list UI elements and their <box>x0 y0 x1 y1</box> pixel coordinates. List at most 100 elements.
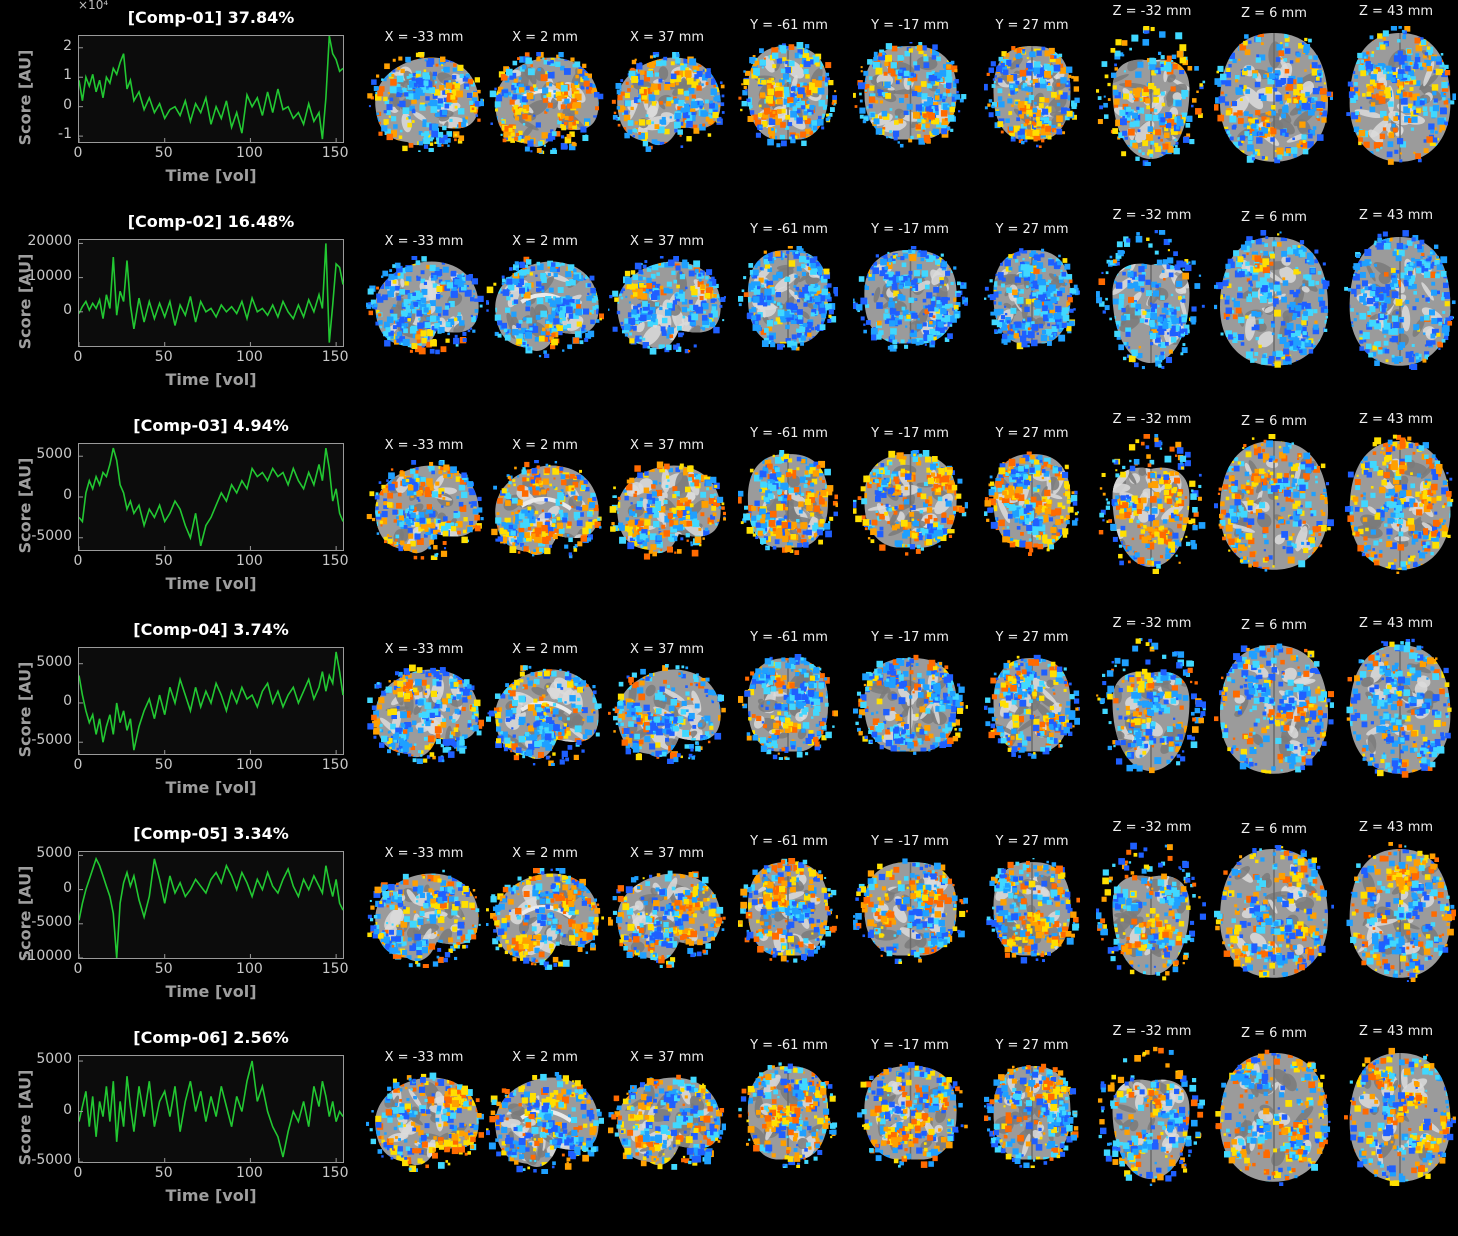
slice-coordinate-label: Y = -61 mm <box>729 1038 849 1053</box>
brain-slice-axial <box>1214 638 1334 782</box>
component-title: [Comp-01] 37.84% <box>78 8 344 27</box>
slice-coordinate-label: Z = 6 mm <box>1214 1026 1334 1041</box>
x-tick-label: 150 <box>315 757 355 773</box>
slice-coordinate-label: Y = 27 mm <box>972 630 1092 645</box>
brain-slice-axial <box>1344 638 1456 782</box>
x-axis-label: Time [vol] <box>78 982 344 1001</box>
x-tick-label: 150 <box>315 553 355 569</box>
timeseries-plot-area <box>78 35 344 143</box>
y-axis-label: Score [AU] <box>16 28 35 168</box>
slice-coordinate-label: Y = -61 mm <box>729 426 849 441</box>
x-tick-label: 50 <box>144 553 184 569</box>
brain-slice-axial <box>1096 1046 1206 1190</box>
brain-slice-sagittal <box>486 664 604 770</box>
y-tick-label: 2 <box>2 38 72 54</box>
brain-slice-coronal <box>984 246 1080 356</box>
slice-coordinate-label: X = 37 mm <box>607 846 727 861</box>
y-tick-label: 0 <box>2 880 72 896</box>
slice-coordinate-label: X = 2 mm <box>485 642 605 657</box>
brain-slice-sagittal <box>486 868 604 974</box>
slice-coordinate-label: X = 2 mm <box>485 846 605 861</box>
x-tick-label: 0 <box>58 757 98 773</box>
slice-coordinate-label: X = -33 mm <box>364 438 484 453</box>
brain-slice-coronal <box>984 858 1080 968</box>
slice-coordinate-label: X = 37 mm <box>607 642 727 657</box>
x-tick-label: 150 <box>315 1165 355 1181</box>
y-tick-label: 0 <box>2 97 72 113</box>
slice-coordinate-label: X = -33 mm <box>364 234 484 249</box>
x-tick-label: 50 <box>144 1165 184 1181</box>
brain-slice-sagittal <box>366 868 484 972</box>
component-title: [Comp-03] 4.94% <box>78 416 344 435</box>
timeseries-line <box>79 1061 343 1157</box>
x-tick-label: 0 <box>58 145 98 161</box>
slice-coordinate-label: X = 37 mm <box>607 1050 727 1065</box>
x-tick-label: 100 <box>229 553 269 569</box>
timeseries-svg <box>79 36 345 144</box>
slice-coordinate-label: Y = -61 mm <box>729 222 849 237</box>
slice-coordinate-label: Z = 6 mm <box>1214 210 1334 225</box>
brain-slice-sagittal <box>366 1072 484 1176</box>
brain-slice-coronal <box>738 858 838 968</box>
y-axis-label: Score [AU] <box>16 436 35 576</box>
slice-coordinate-label: Z = -32 mm <box>1092 1024 1212 1039</box>
timeseries-plot-area <box>78 851 344 959</box>
timeseries-svg <box>79 444 345 552</box>
brain-slice-coronal <box>984 654 1080 764</box>
brain-slice-coronal <box>984 450 1080 560</box>
y-tick-label: 5000 <box>2 446 72 462</box>
slice-coordinate-label: X = 37 mm <box>607 234 727 249</box>
slice-coordinate-label: X = 2 mm <box>485 1050 605 1065</box>
brain-slice-axial <box>1096 638 1206 782</box>
y-tick-label: 20000 <box>2 233 72 249</box>
y-axis-label: Score [AU] <box>16 232 35 372</box>
y-tick-label: 5000 <box>2 1051 72 1067</box>
slice-coordinate-label: Y = -61 mm <box>729 630 849 645</box>
component-title: [Comp-02] 16.48% <box>78 212 344 231</box>
brain-slice-sagittal <box>366 664 484 768</box>
slice-coordinate-label: Z = 43 mm <box>1336 1024 1456 1039</box>
x-tick-label: 50 <box>144 349 184 365</box>
slice-coordinate-label: X = -33 mm <box>364 30 484 45</box>
x-tick-label: 100 <box>229 349 269 365</box>
brain-slice-coronal <box>853 654 968 764</box>
brain-slice-coronal <box>738 1062 838 1172</box>
brain-slice-axial <box>1214 434 1334 578</box>
x-tick-label: 0 <box>58 961 98 977</box>
y-axis-label: Score [AU] <box>16 640 35 780</box>
x-tick-label: 150 <box>315 145 355 161</box>
slice-coordinate-label: Y = -61 mm <box>729 18 849 33</box>
brain-slice-coronal <box>984 42 1080 152</box>
slice-coordinate-label: Z = -32 mm <box>1092 820 1212 835</box>
brain-slice-axial <box>1344 1046 1456 1190</box>
brain-slice-coronal <box>853 450 968 560</box>
x-tick-label: 50 <box>144 757 184 773</box>
brain-slice-axial <box>1096 230 1206 374</box>
x-tick-label: 50 <box>144 961 184 977</box>
x-axis-label: Time [vol] <box>78 166 344 185</box>
brain-slice-axial <box>1344 434 1456 578</box>
slice-coordinate-label: Y = -17 mm <box>850 18 970 33</box>
slice-coordinate-label: X = 2 mm <box>485 438 605 453</box>
brain-slice-axial <box>1214 842 1334 986</box>
brain-slice-coronal <box>738 654 838 764</box>
brain-slice-sagittal <box>366 460 484 564</box>
x-axis-label: Time [vol] <box>78 370 344 389</box>
slice-coordinate-label: Z = -32 mm <box>1092 4 1212 19</box>
y-tick-label: -5000 <box>2 732 72 748</box>
x-tick-label: 100 <box>229 961 269 977</box>
x-tick-label: 0 <box>58 1165 98 1181</box>
brain-slice-sagittal <box>486 52 604 158</box>
brain-slice-sagittal <box>366 256 484 360</box>
timeseries-line <box>79 36 343 139</box>
component-title: [Comp-04] 3.74% <box>78 620 344 639</box>
y-tick-label: 0 <box>2 1102 72 1118</box>
brain-slice-axial <box>1214 1046 1334 1190</box>
y-tick-label: -5000 <box>2 528 72 544</box>
slice-coordinate-label: Y = 27 mm <box>972 1038 1092 1053</box>
brain-slice-sagittal <box>486 460 604 566</box>
